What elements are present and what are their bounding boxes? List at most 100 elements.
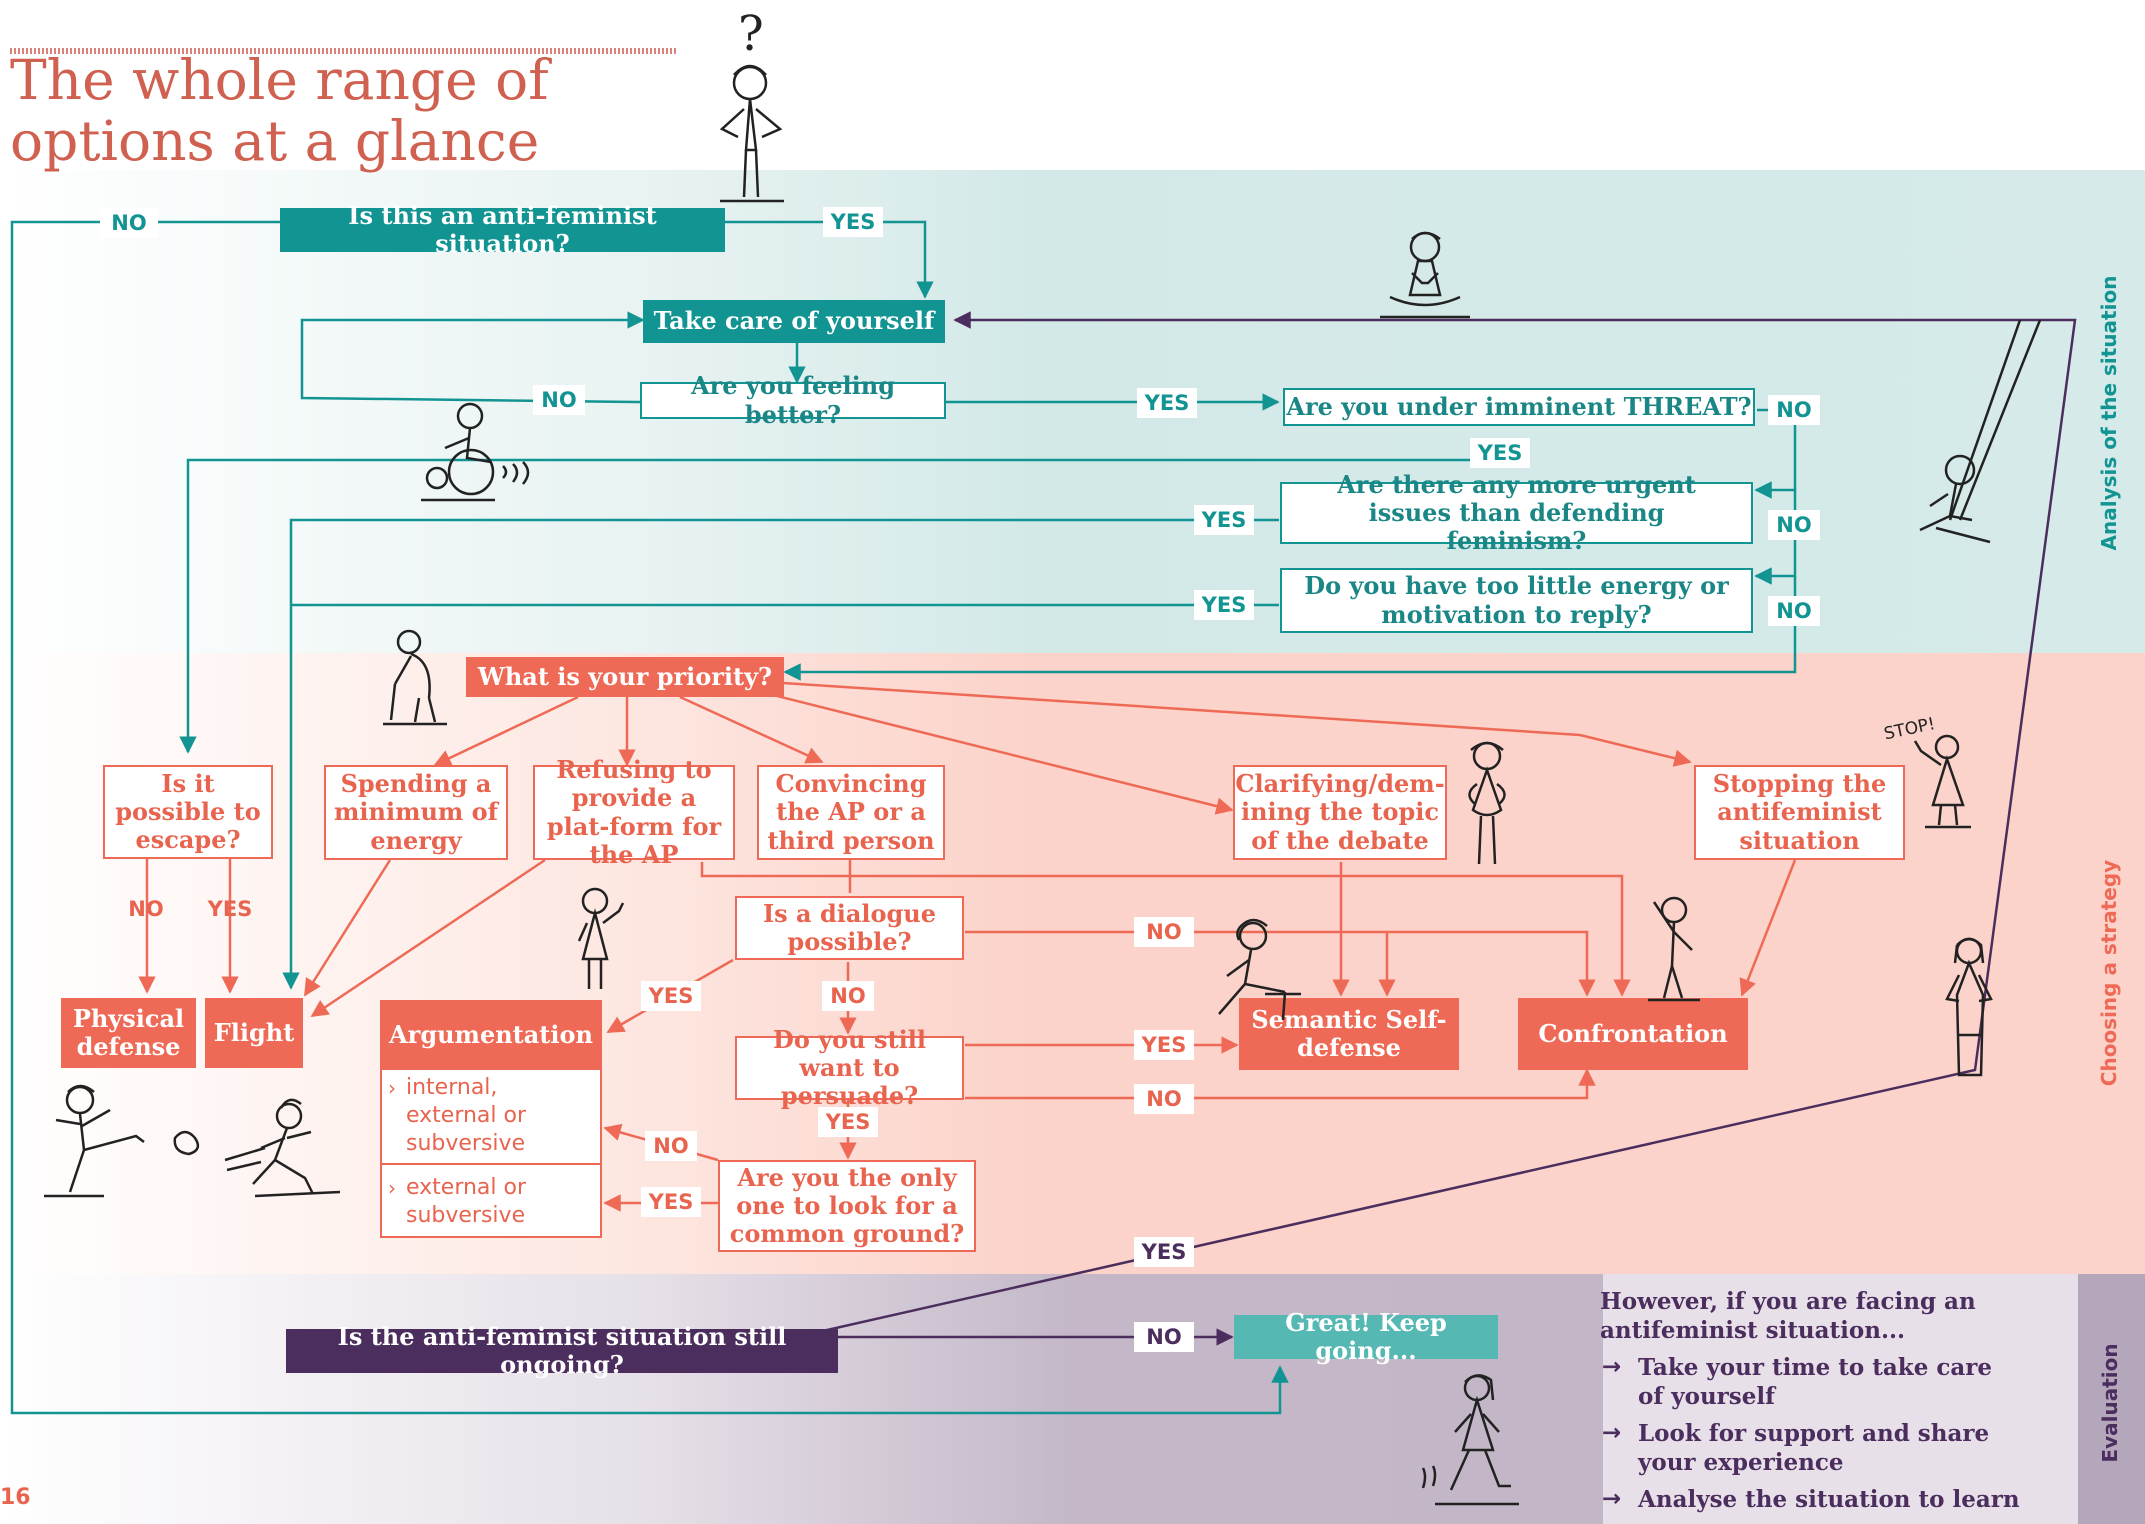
node-priority-text: What is your priority?	[477, 661, 773, 691]
label-threat-yes: YES	[1470, 438, 1530, 468]
edge-persuade-no	[965, 1068, 1596, 1100]
node-dialogue-text: Is a dialogue possible?	[762, 898, 937, 956]
label-dialogue-yes: YES	[641, 981, 701, 1011]
node-urgent-issues: Are there any more urgent issues than de…	[1280, 470, 1753, 555]
node-physical-defense: Physical defense	[61, 998, 196, 1068]
standing-woman-illustration	[1945, 937, 1993, 1077]
node-clarify-text: Clarifying/dem-ining the topic of the de…	[1235, 769, 1445, 855]
node-convince: Convincing the AP or a third person	[757, 765, 945, 860]
node-dialogue: Is a dialogue possible?	[735, 896, 964, 960]
edge-antifeminist-yes	[725, 220, 934, 299]
label-ongoing-no: NO	[1134, 1322, 1194, 1352]
edge-urgent-yes	[282, 518, 1279, 990]
title-line-1: The whole range of	[10, 48, 549, 112]
label-urgent-yes: YES	[1194, 505, 1254, 535]
meditating-person-illustration	[1380, 231, 1470, 319]
page-number: 16	[0, 1485, 31, 1510]
node-refuse-platform: Refusing to provide a plat-form for the …	[533, 755, 735, 869]
node-argumentation: Argumentation	[380, 1000, 602, 1070]
strategy-band	[0, 653, 2145, 1274]
edge-refuse-confrontation	[700, 862, 1631, 997]
label-dialogue-no-right: NO	[1134, 917, 1194, 947]
stop-text: STOP!	[1882, 714, 1937, 744]
note-heading: However, if you are facing an antifemini…	[1600, 1288, 1976, 1344]
label-ongoing-yes: YES	[1134, 1237, 1194, 1267]
edge-priority-stop	[782, 681, 1692, 767]
argumentation-divider	[382, 1163, 600, 1165]
label-feeling-no: NO	[533, 385, 585, 415]
waving-person-illustration	[577, 887, 625, 989]
node-flight: Flight	[205, 998, 303, 1068]
node-min-energy: Spending a minimum of energy	[324, 765, 508, 860]
node-refuse-platform-text: Refusing to provide a plat-form for the …	[546, 754, 722, 869]
argumentation-option-1: internal, external or subversive	[382, 1074, 592, 1158]
swinging-person-illustration	[1919, 320, 2042, 544]
thinking-person-illustration: ?	[719, 6, 784, 203]
node-great-keep-going: Great! Keep going...	[1234, 1308, 1498, 1365]
label-energy-no: NO	[1768, 596, 1820, 626]
node-common-ground-text: Are you the only one to look for a commo…	[729, 1162, 965, 1249]
label-dialogue-no-down: NO	[822, 981, 874, 1011]
node-is-antifeminist-text: Is this an anti-feminist situation?	[348, 200, 657, 258]
stop-sign-person-illustration: STOP!	[1882, 714, 1971, 829]
node-confrontation: Confrontation	[1518, 998, 1748, 1070]
confident-woman-illustration	[1468, 741, 1506, 865]
label-antifeminist-yes: YES	[823, 207, 883, 237]
node-argumentation-text: Argumentation	[389, 1019, 593, 1049]
title-dotted-rule	[10, 48, 678, 54]
sitting-person-illustration	[1218, 918, 1301, 1021]
node-priority: What is your priority?	[466, 657, 784, 697]
label-common-no: NO	[645, 1131, 697, 1161]
node-great-keep-going-text: Great! Keep going...	[1285, 1307, 1447, 1365]
label-antifeminist-no: NO	[100, 208, 158, 238]
node-escape: Is it possible to escape?	[103, 765, 273, 859]
edge-feeling-no	[300, 311, 645, 404]
node-feeling-better-text: Are you feeling better?	[691, 371, 895, 429]
question-mark: ?	[738, 6, 764, 62]
node-physical-defense-text: Physical defense	[72, 1003, 185, 1061]
node-still-ongoing-text: Is the anti-feminist situation still ong…	[337, 1321, 787, 1379]
node-urgent-issues-text: Are there any more urgent issues than de…	[1337, 469, 1696, 556]
label-common-yes: YES	[641, 1187, 701, 1217]
label-persuade-yes: YES	[1134, 1030, 1194, 1060]
node-confrontation-text: Confrontation	[1538, 1018, 1728, 1048]
node-imminent-threat-text: Are you under imminent THREAT?	[1286, 391, 1752, 421]
wheelchair-person-illustration	[421, 402, 530, 502]
note-item-2: Look for support and share your experien…	[1600, 1419, 2020, 1477]
note-list: Take your time to take care of yourself …	[1600, 1353, 2020, 1514]
node-still-ongoing: Is the anti-feminist situation still ong…	[286, 1322, 838, 1379]
edge-ongoing-yes	[804, 311, 2077, 1337]
node-take-care-text: Take care of yourself	[653, 306, 935, 336]
label-escape-yes: YES	[207, 897, 253, 921]
node-common-ground: Are you the only one to look for a commo…	[718, 1160, 976, 1252]
label-persuade-no: NO	[1134, 1084, 1194, 1114]
page-title: The whole range of options at a glance	[10, 50, 549, 172]
node-persuade: Do you still want to persuade?	[735, 1025, 964, 1110]
label-feeling-yes: YES	[1137, 388, 1197, 418]
elderly-person-illustration	[383, 629, 447, 726]
node-flight-text: Flight	[213, 1017, 295, 1047]
edge-stop-confrontation	[1739, 859, 1797, 997]
label-threat-no: NO	[1768, 395, 1820, 425]
node-semantic-self-defense: Semantic Self-defense	[1239, 998, 1459, 1070]
label-urgent-no: NO	[1768, 510, 1820, 540]
node-little-energy-text: Do you have too little energy or motivat…	[1304, 571, 1729, 629]
node-stop: Stopping the antifeminist situation	[1694, 765, 1905, 860]
argumentation-options: internal, external or subversive externa…	[380, 1070, 602, 1238]
label-persuade-yes-down: YES	[818, 1107, 878, 1137]
edge-refuse-flight	[310, 858, 546, 1018]
node-take-care: Take care of yourself	[643, 300, 945, 343]
node-little-energy: Do you have too little energy or motivat…	[1280, 568, 1753, 633]
node-stop-text: Stopping the antifeminist situation	[1712, 769, 1887, 855]
running-person-illustration	[173, 1098, 341, 1198]
node-is-antifeminist: Is this an anti-feminist situation?	[280, 201, 725, 258]
kicking-person-illustration	[44, 1084, 145, 1198]
pointing-person-illustration	[1648, 896, 1700, 1002]
section-label-analysis: Analysis of the situation	[2097, 275, 2121, 551]
node-convince-text: Convincing the AP or a third person	[767, 769, 935, 855]
argumentation-option-2: external or subversive	[382, 1174, 592, 1230]
node-escape-text: Is it possible to escape?	[115, 768, 261, 855]
node-feeling-better: Are you feeling better?	[640, 372, 946, 428]
edge-minenergy-flight	[303, 859, 392, 997]
